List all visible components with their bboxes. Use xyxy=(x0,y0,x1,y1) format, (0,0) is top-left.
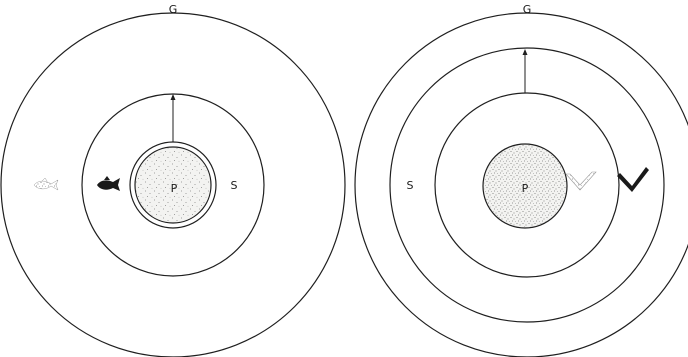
dark-fish-icon xyxy=(97,176,120,191)
dark-chevron-icon xyxy=(617,167,649,192)
right-panel: G S P xyxy=(355,3,688,357)
right-outer-label: G xyxy=(523,3,532,16)
left-arrowhead xyxy=(171,94,176,100)
right-center-label: P xyxy=(522,182,529,195)
faint-fish-icon xyxy=(34,178,58,190)
right-middle-label: S xyxy=(407,179,414,192)
left-middle-label: S xyxy=(231,179,238,192)
left-center-label: P xyxy=(171,182,178,195)
left-panel: G S P xyxy=(1,3,345,357)
right-arrowhead xyxy=(523,49,528,55)
faint-chevron-icon xyxy=(566,172,596,190)
left-outer-label: G xyxy=(169,3,178,16)
